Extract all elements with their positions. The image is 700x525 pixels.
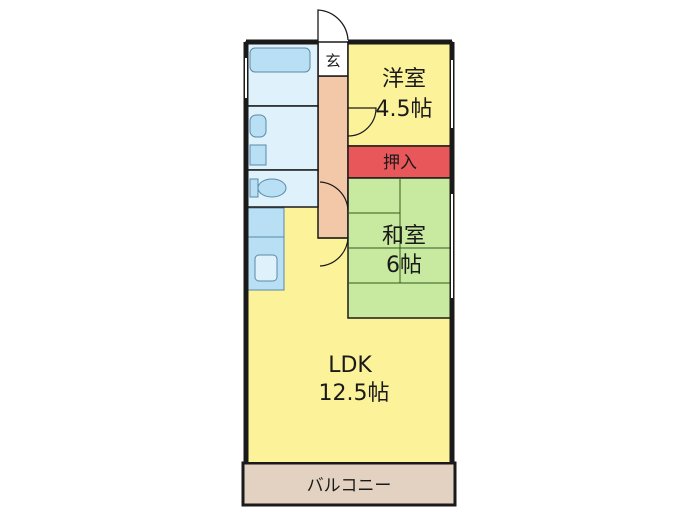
tatami-lines — [348, 178, 452, 284]
washing-machine-icon — [249, 144, 267, 166]
japanese-room-door-icon — [319, 180, 349, 211]
ldk-size: 12.5帖 — [319, 381, 390, 406]
japanese-room-name: 和室 — [382, 224, 426, 249]
balcony-label: バルコニー — [307, 476, 392, 496]
corridor — [317, 75, 349, 239]
entrance-label: 玄 — [325, 52, 340, 70]
western-room-size: 4.5帖 — [376, 97, 433, 122]
toilet-tank-icon — [249, 178, 259, 198]
western-room — [347, 41, 453, 147]
toilet-icon — [257, 178, 287, 198]
closet — [347, 145, 453, 179]
ldk-name: LDK — [328, 353, 372, 378]
bathtub-icon — [249, 47, 311, 73]
entrance-door-icon — [317, 9, 349, 42]
japanese-room-size: 6帖 — [386, 253, 422, 278]
entrance — [317, 41, 349, 77]
kitchen-sink-icon — [254, 254, 278, 282]
western-room-door-icon — [347, 107, 377, 137]
balcony-area — [241, 461, 457, 507]
western-room-name: 洋室 — [382, 67, 426, 92]
ldk-door-icon — [318, 237, 349, 267]
washbasin-icon — [249, 114, 267, 138]
closet-label: 押入 — [383, 153, 417, 173]
